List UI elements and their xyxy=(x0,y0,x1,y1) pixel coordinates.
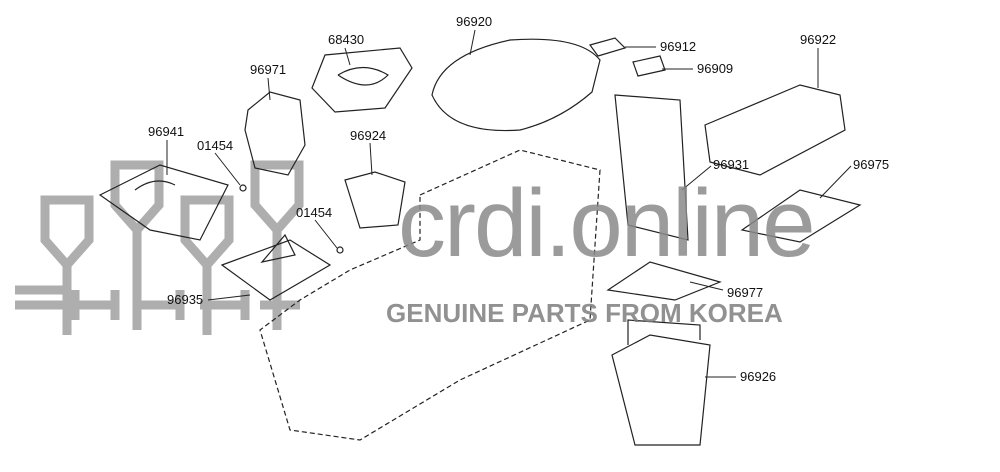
part-96971-bracket xyxy=(244,91,306,176)
part-96920-armrest xyxy=(431,38,601,132)
part-label-96935[interactable]: 96935 xyxy=(167,292,204,307)
part-label-96912[interactable]: 96912 xyxy=(660,39,697,54)
part-label-96920[interactable]: 96920 xyxy=(456,14,493,29)
part-label-96909[interactable]: 96909 xyxy=(697,61,734,76)
watermark-tagline: GENUINE PARTS FROM KOREA xyxy=(386,298,783,328)
part-96975-pad xyxy=(740,189,862,243)
watermark-logo xyxy=(15,160,304,335)
part-96935-boot xyxy=(220,233,332,301)
part-label-01454-a[interactable]: 01454 xyxy=(197,138,234,153)
part-label-96924[interactable]: 96924 xyxy=(350,128,387,143)
part-96926-bin xyxy=(611,319,711,446)
part-01454-screw-a xyxy=(239,184,247,192)
part-label-68430[interactable]: 68430 xyxy=(328,32,365,47)
part-96977-pad xyxy=(606,261,722,301)
part-68430-cupholder xyxy=(311,47,413,113)
part-96912-cap xyxy=(589,37,627,57)
part-96909-cover xyxy=(632,55,666,77)
leader-lines xyxy=(166,29,852,378)
part-96922-tray xyxy=(704,84,846,176)
part-label-96975[interactable]: 96975 xyxy=(853,157,890,172)
part-label-01454-b[interactable]: 01454 xyxy=(296,205,333,220)
part-label-96922[interactable]: 96922 xyxy=(800,32,837,47)
part-console-body xyxy=(259,149,601,441)
part-label-96926[interactable]: 96926 xyxy=(740,369,777,384)
part-96941-shift-panel xyxy=(98,164,229,241)
part-01454-screw-b xyxy=(336,246,344,254)
part-label-96971[interactable]: 96971 xyxy=(250,62,287,77)
part-label-96931[interactable]: 96931 xyxy=(713,157,750,172)
part-label-96941[interactable]: 96941 xyxy=(148,124,185,139)
watermark-brand: crdi.online xyxy=(398,170,816,277)
part-96924-cup xyxy=(344,171,406,229)
part-96931-panel xyxy=(614,94,689,241)
part-label-96977[interactable]: 96977 xyxy=(727,285,764,300)
